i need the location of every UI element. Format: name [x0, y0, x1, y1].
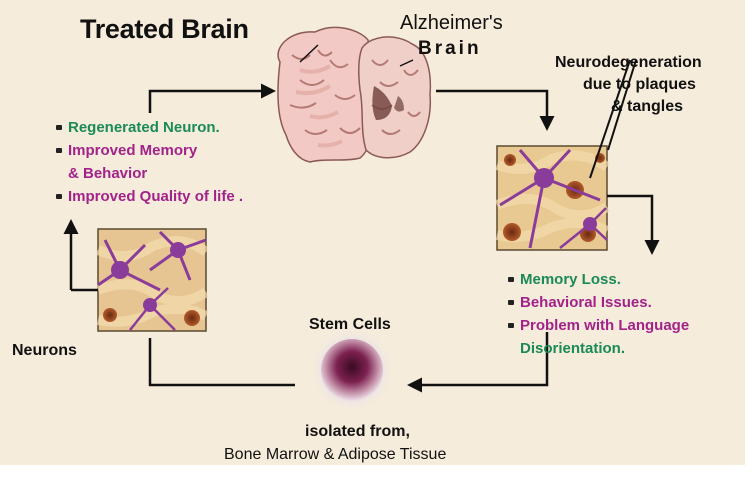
benefit-item: Improved Quality of life . [56, 185, 243, 208]
stem-cells-label: Stem Cells [309, 316, 391, 334]
arrow-to-treated-brain [150, 91, 273, 113]
symptom-item: Memory Loss. [508, 268, 689, 291]
symptom-item: Behavioral Issues. [508, 291, 689, 314]
arrow-to-neurons [150, 338, 295, 385]
frame-bottom-margin [0, 465, 755, 477]
frame-right-margin [745, 0, 755, 477]
symptom-item: Problem with Language [508, 314, 689, 337]
benefit-item-continued: & Behavior [56, 162, 243, 185]
neurodegeneration-image [497, 146, 607, 250]
treated-brain-title-bold: Brain [181, 14, 249, 44]
source-line1: isolated from, [305, 423, 410, 441]
neurons-label: Neurons [12, 342, 77, 360]
alzheimers-title-line1: Alzheimer's [400, 12, 503, 35]
alzheimers-title-line2: Brain [418, 38, 482, 60]
benefits-list: Regenerated Neuron. Improved Memory & Be… [56, 116, 243, 208]
neurons-image [98, 229, 206, 331]
arrow-to-neurodegeneration [436, 91, 547, 128]
symptoms-list: Memory Loss. Behavioral Issues. Problem … [508, 268, 689, 360]
treated-brain-title-prefix: Treated [80, 14, 181, 44]
neurodegeneration-label-line1: Neurodegeneration [555, 54, 702, 72]
source-line2: Bone Marrow & Adipose Tissue [224, 446, 446, 464]
stem-cell-image [308, 326, 396, 414]
benefit-item: Regenerated Neuron. [56, 116, 243, 139]
neurodegeneration-label-line2: due to plaques [583, 76, 696, 94]
symptom-item-continued: Disorientation. [508, 337, 689, 360]
treated-brain-title: Treated Brain [80, 14, 249, 45]
treated-brain-image [278, 27, 373, 162]
neurodegeneration-label-line3: & tangles [611, 98, 683, 116]
benefit-item: Improved Memory [56, 139, 243, 162]
arrow-to-symptoms [607, 196, 652, 252]
